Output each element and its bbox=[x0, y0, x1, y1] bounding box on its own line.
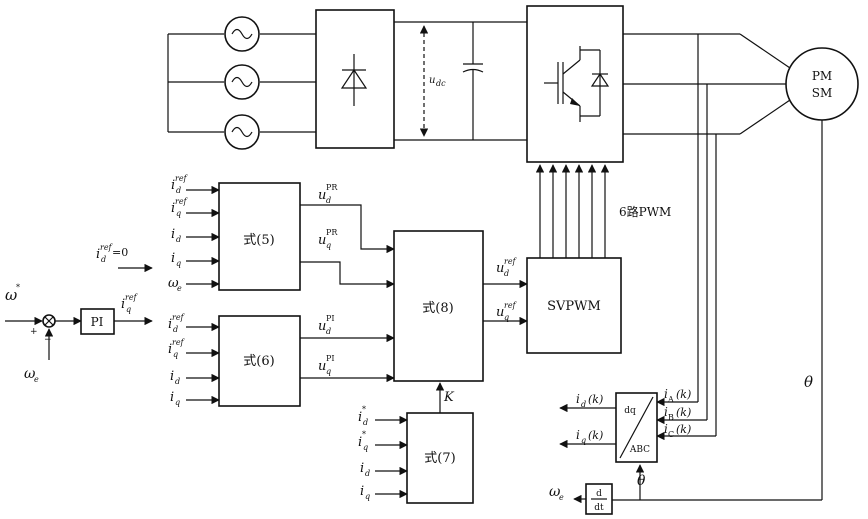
udc-subscript: dc bbox=[436, 79, 446, 88]
k-in-iqstar-sup: * bbox=[362, 430, 366, 439]
pwm-label: 6路PWM bbox=[619, 204, 671, 219]
idref-zero-sub: d bbox=[101, 255, 106, 264]
theta-label-motor: θ bbox=[804, 373, 813, 391]
ic-sub: C bbox=[668, 430, 674, 439]
id-ref-zero: i ref d =0 bbox=[96, 243, 152, 268]
pr-in-iq-sub: q bbox=[176, 259, 181, 268]
pi-in-iqref-sup: ref bbox=[172, 338, 186, 347]
sel-out-ud-sub: d bbox=[504, 269, 509, 278]
derivative-block: d dt ω e bbox=[549, 484, 612, 514]
speed-loop: ω * + − ω e PI i ref q bbox=[5, 283, 152, 384]
ia-sub: A bbox=[667, 395, 674, 404]
iq-k-label: i bbox=[576, 428, 580, 442]
sel-out-ud-sup: ref bbox=[504, 257, 518, 266]
k-in-iqstar-sub: q bbox=[363, 443, 368, 452]
pi-in-iqref-sub: q bbox=[173, 350, 178, 359]
sum-minus: − bbox=[44, 335, 52, 345]
pi-block-label: PI bbox=[91, 315, 104, 329]
summing-junction bbox=[43, 315, 55, 327]
id-k-arg: (k) bbox=[588, 393, 603, 406]
id-k-sub: d bbox=[581, 400, 586, 409]
sum-plus: + bbox=[30, 327, 38, 337]
pi-in-id-sub: d bbox=[175, 377, 180, 386]
k-signal-label: K bbox=[443, 390, 455, 405]
deriv-numerator: d bbox=[596, 489, 602, 499]
abc-label: ABC bbox=[629, 445, 650, 455]
pr-in-iqref-sup: ref bbox=[175, 197, 189, 206]
pr-block-label: 式(5) bbox=[243, 233, 274, 248]
k-in-idstar-sub: d bbox=[363, 418, 368, 427]
pr-in-omega-sub: e bbox=[177, 284, 182, 293]
pr-in-id-sub: d bbox=[176, 235, 181, 244]
pi-out-ud-sup: PI bbox=[326, 314, 335, 323]
motor-label-2: SM bbox=[812, 86, 833, 100]
pi-controller-block: 式(6) i ref d i ref q i d i q u PI d u PI… bbox=[168, 313, 394, 407]
pi-out-uq-sub: q bbox=[326, 367, 331, 376]
pr-out-uq-sup: PR bbox=[326, 228, 338, 237]
pr-in-iqref-sub: q bbox=[176, 209, 181, 218]
pwm-arrows: 6路PWM bbox=[540, 165, 671, 258]
omega-e-out-sub: e bbox=[559, 493, 564, 502]
idref-zero-eq: =0 bbox=[112, 246, 128, 259]
sel-out-uq-sup: ref bbox=[504, 301, 518, 310]
pr-in-idref-sub: d bbox=[176, 186, 181, 195]
pr-in-id: i bbox=[171, 227, 175, 242]
k-block-label: 式(7) bbox=[424, 451, 455, 466]
pi-in-id: i bbox=[170, 369, 174, 384]
ac-source-3 bbox=[225, 115, 259, 149]
deriv-denominator: dt bbox=[594, 503, 604, 513]
k-in-iq: i bbox=[360, 484, 364, 499]
svpwm-block: SVPWM bbox=[527, 258, 621, 353]
pi-in-idref-sub: d bbox=[173, 325, 178, 334]
iqref-out-sup: ref bbox=[125, 293, 139, 302]
pr-in-iq: i bbox=[171, 251, 175, 266]
motor-phases bbox=[623, 34, 790, 436]
selector-block: 式(8) u ref d u ref q bbox=[394, 231, 527, 381]
omega-ref-star: * bbox=[16, 283, 20, 292]
pi-out-uq-sup: PI bbox=[326, 354, 335, 363]
inverter bbox=[527, 6, 623, 162]
iqref-out-sub: q bbox=[126, 305, 131, 314]
svpwm-label: SVPWM bbox=[547, 299, 601, 314]
ib-sub: B bbox=[668, 413, 674, 422]
ac-source-1 bbox=[225, 17, 259, 51]
sel-out-uq-sub: q bbox=[504, 313, 509, 322]
dc-bus: u dc bbox=[394, 22, 527, 140]
ac-source-2 bbox=[225, 65, 259, 99]
pi-in-idref-sup: ref bbox=[172, 313, 186, 322]
selector-block-label: 式(8) bbox=[422, 301, 453, 316]
k-in-idstar-sup: * bbox=[362, 405, 366, 414]
motor-label-1: PM bbox=[812, 69, 832, 83]
ia-arg: (k) bbox=[676, 388, 691, 401]
ib-arg: (k) bbox=[676, 406, 691, 419]
theta-label-transform: θ bbox=[637, 473, 646, 489]
k-in-id: i bbox=[360, 461, 364, 476]
pr-in-idref-sup: ref bbox=[175, 174, 189, 183]
k-in-iq-sub: q bbox=[365, 492, 370, 501]
iq-k-arg: (k) bbox=[588, 429, 603, 442]
iq-k-sub: q bbox=[581, 436, 586, 445]
pi-out-ud-sub: d bbox=[326, 327, 331, 336]
ic-arg: (k) bbox=[676, 423, 691, 436]
pr-out-ud-sub: d bbox=[326, 196, 331, 205]
pr-out-ud-sup: PR bbox=[326, 183, 338, 192]
pi-controller-label: 式(6) bbox=[243, 354, 274, 369]
udc-label: u bbox=[429, 75, 435, 86]
omega-e-feedback-sub: e bbox=[34, 375, 39, 384]
pi-in-iq-sub: q bbox=[175, 398, 180, 407]
k-block: 式(7) K i * d i * q i d i q bbox=[358, 383, 473, 503]
pr-controller-block: 式(5) i ref d i ref q i d i q ω e u PR d … bbox=[168, 174, 394, 293]
ac-source-group bbox=[168, 17, 316, 149]
pi-in-iq: i bbox=[170, 390, 174, 405]
rectifier bbox=[316, 10, 394, 148]
k-in-id-sub: d bbox=[365, 469, 370, 478]
dq-abc-transform: dq ABC i A (k) i B (k) i C (k) i d (k) i… bbox=[560, 387, 691, 489]
pr-out-uq-sub: q bbox=[326, 241, 331, 250]
dq-label: dq bbox=[624, 406, 636, 416]
id-k-label: i bbox=[576, 392, 580, 406]
